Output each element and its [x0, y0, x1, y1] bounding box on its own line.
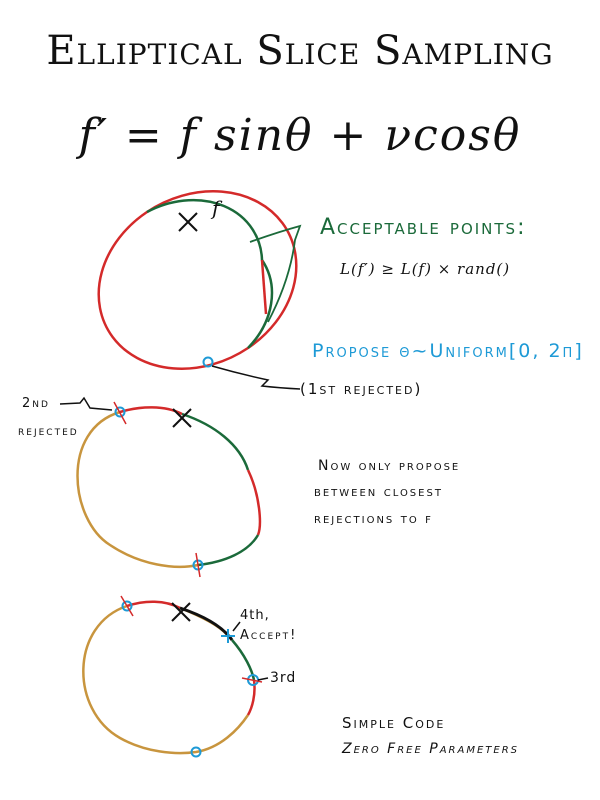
current-point-x: [178, 212, 198, 232]
ellipse-3-red-top: [126, 600, 181, 610]
ellipse-3-bracket-top-right: [179, 606, 229, 637]
ellipse-3: [82, 595, 269, 758]
fourth-label: 4th,: [240, 608, 270, 623]
fourth-leader: [232, 621, 241, 632]
third-rejected-circle-a: [121, 600, 133, 612]
ellipse-2-red-right: [246, 469, 262, 536]
third-leader: [257, 677, 269, 681]
first-rejected-leader: [211, 365, 301, 390]
proposal-circle-1: [202, 356, 214, 368]
ellipse-2-green-bottom: [197, 534, 260, 567]
first-rejected-label: (1st rejected): [300, 380, 423, 398]
fourth-accept-marker: [221, 629, 235, 643]
accept-label: Accept!: [240, 628, 298, 643]
second-rejected-tick: [113, 401, 127, 425]
current-point-x-2: [172, 408, 192, 428]
second-rejected-leader: [59, 396, 113, 411]
ellipse-1-green-arc: [146, 198, 274, 349]
zero-free-label: Zero Free Parameters: [342, 741, 520, 757]
acceptable-condition: L(f′) ≥ L(f) × rand(): [340, 260, 511, 278]
third-point-tick: [241, 677, 263, 683]
third-label: 3rd: [270, 670, 297, 686]
bottom-rejected-circle: [190, 746, 202, 758]
simple-code-label: Simple Code: [342, 714, 446, 732]
ellipse-2-red-top: [119, 406, 183, 416]
ellipse-3-red-right: [246, 679, 256, 716]
ellipse-1: [97, 190, 302, 390]
ellipse-3-green-arc: [231, 639, 256, 681]
second-rejected-circle: [114, 406, 126, 418]
now-propose-line-3: rejections to f: [314, 511, 433, 527]
second-label: 2nd: [22, 396, 50, 411]
now-propose-line-1: Now only propose: [318, 458, 461, 474]
ellipse-2-bracket-arc: [76, 410, 199, 569]
propose-label: Propose θ~Uniform[0, 2π]: [312, 340, 584, 362]
ellipse-2: [59, 396, 262, 578]
ellipse-2-green-arc: [181, 412, 250, 471]
now-propose-line-2: between closest: [314, 484, 443, 500]
ellipse-3-bracket-arc: [82, 604, 250, 755]
ellipse-3-green-thick: [179, 606, 234, 641]
first-rejected-tick-2: [195, 552, 201, 578]
ellipse-1-red-arc: [97, 190, 298, 370]
second-rejected-label: rejected: [18, 424, 79, 439]
page-title: Elliptical Slice Sampling: [46, 28, 554, 74]
f-point-label: f: [212, 196, 220, 220]
ellipse-1-red-gap: [260, 259, 268, 315]
acceptable-heading: Acceptable points:: [320, 215, 527, 240]
update-formula: f′ = f sinθ + νcosθ: [78, 110, 522, 161]
third-rejected-tick-a: [120, 595, 134, 617]
acceptable-leader-line: [249, 224, 302, 323]
current-point-x-3: [171, 602, 191, 622]
